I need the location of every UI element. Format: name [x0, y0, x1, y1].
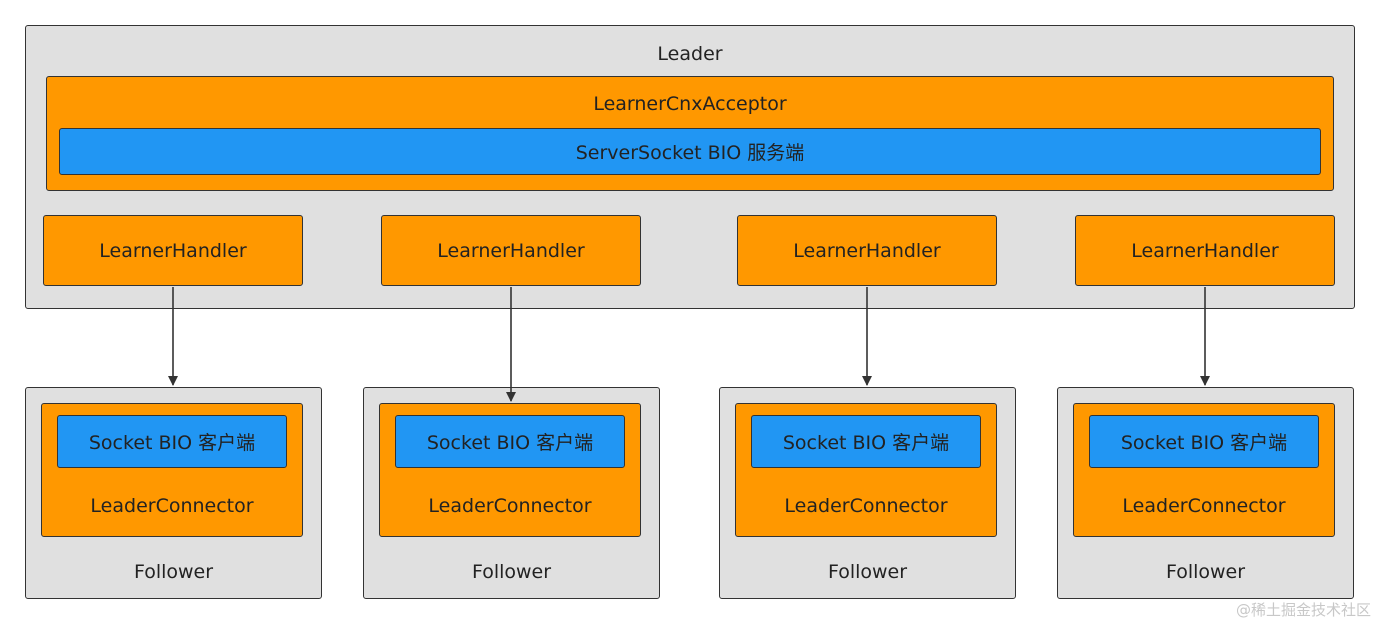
leader-connector: Socket BIO 客户端 LeaderConnector	[379, 403, 641, 537]
socket-client-label: Socket BIO 客户端	[426, 432, 594, 454]
leader-connector-label: LeaderConnector	[1122, 495, 1286, 517]
learner-handler: LearnerHandler	[381, 215, 641, 286]
leader-title: Leader	[657, 43, 723, 65]
socket-client-label: Socket BIO 客户端	[1120, 432, 1288, 454]
follower-node: Socket BIO 客户端 LeaderConnector Follower	[1057, 387, 1354, 599]
socket-client-box: Socket BIO 客户端	[751, 415, 981, 468]
socket-client-box: Socket BIO 客户端	[395, 415, 625, 468]
socket-client-label: Socket BIO 客户端	[782, 432, 950, 454]
leader-connector-label: LeaderConnector	[90, 495, 254, 517]
leader-connector: Socket BIO 客户端 LeaderConnector	[1073, 403, 1335, 537]
follower-node: Socket BIO 客户端 LeaderConnector Follower	[25, 387, 322, 599]
follower-title: Follower	[133, 561, 214, 583]
learner-handler: LearnerHandler	[1075, 215, 1335, 286]
leader-connector-label: LeaderConnector	[428, 495, 592, 517]
follower-title: Follower	[471, 561, 552, 583]
learner-handler-label: LearnerHandler	[437, 239, 585, 262]
socket-client-box: Socket BIO 客户端	[1089, 415, 1319, 468]
follower-node: Socket BIO 客户端 LeaderConnector Follower	[363, 387, 660, 599]
socket-client-label: Socket BIO 客户端	[88, 432, 256, 454]
watermark: @稀土掘金技术社区	[1235, 601, 1371, 619]
acceptor-title: LearnerCnxAcceptor	[593, 93, 787, 115]
follower-title: Follower	[827, 561, 908, 583]
server-socket-box: ServerSocket BIO 服务端	[59, 128, 1321, 175]
learner-handler-label: LearnerHandler	[793, 239, 941, 262]
socket-client-box: Socket BIO 客户端	[57, 415, 287, 468]
learner-cnx-acceptor: LearnerCnxAcceptor ServerSocket BIO 服务端	[46, 76, 1334, 191]
follower-title: Follower	[1165, 561, 1246, 583]
leader-node: Leader LearnerCnxAcceptor ServerSocket B…	[25, 25, 1355, 309]
learner-handler: LearnerHandler	[737, 215, 997, 286]
server-socket-label: ServerSocket BIO 服务端	[575, 142, 805, 164]
leader-connector: Socket BIO 客户端 LeaderConnector	[735, 403, 997, 537]
follower-node: Socket BIO 客户端 LeaderConnector Follower	[719, 387, 1016, 599]
leader-connector-label: LeaderConnector	[784, 495, 948, 517]
learner-handler-label: LearnerHandler	[1131, 239, 1279, 262]
leader-connector: Socket BIO 客户端 LeaderConnector	[41, 403, 303, 537]
learner-handler: LearnerHandler	[43, 215, 303, 286]
learner-handler-label: LearnerHandler	[99, 239, 247, 262]
